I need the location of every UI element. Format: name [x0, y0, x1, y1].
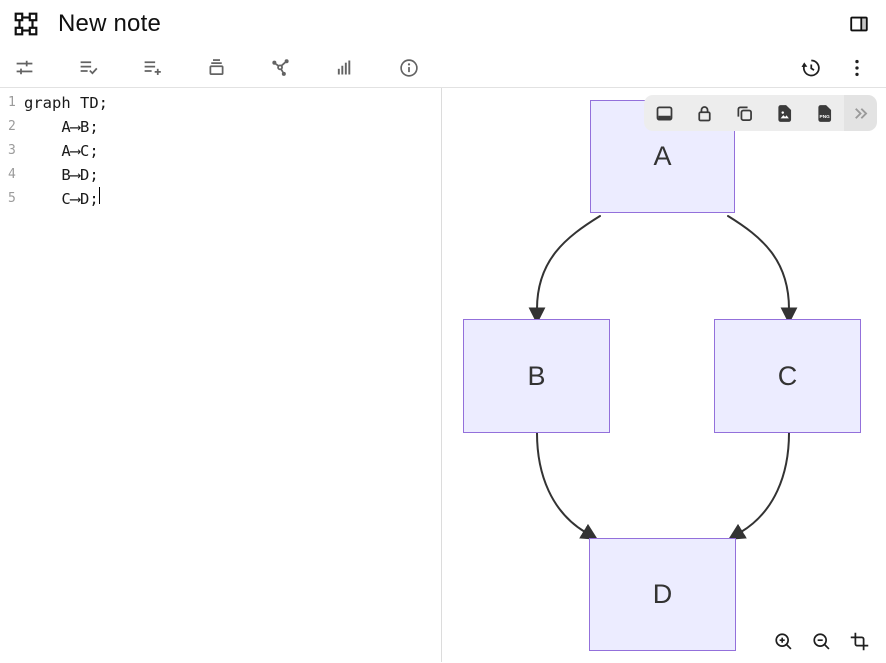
code-line[interactable]: 4 B⟶D;: [0, 163, 441, 187]
code-line[interactable]: 2 A⟶B;: [0, 115, 441, 139]
node-label: D: [652, 579, 673, 609]
code-line[interactable]: 3 A⟶C;: [0, 139, 441, 163]
line-number: 5: [8, 191, 16, 206]
svg-text:PNG: PNG: [819, 113, 830, 119]
zoom-out-icon: [811, 631, 832, 652]
toolbar-left-group: [12, 55, 422, 81]
lock-button[interactable]: [684, 95, 724, 131]
code-text: B⟶D;: [24, 166, 99, 184]
more-options-button[interactable]: [844, 55, 870, 81]
preview-floating-toolbar: PNG: [644, 95, 877, 131]
select-list-button[interactable]: [76, 55, 101, 80]
code-editor[interactable]: 1 graph TD; 2 A⟶B; 3 A⟶C; 4 B⟶D; 5 C⟶D;: [0, 88, 442, 662]
main-split: 1 graph TD; 2 A⟶B; 3 A⟶C; 4 B⟶D; 5 C⟶D;: [0, 88, 886, 662]
right-panel-toggle-button[interactable]: [846, 11, 872, 37]
code-text: A⟶B;: [24, 118, 99, 136]
settings-button[interactable]: [12, 55, 37, 80]
export-png-button[interactable]: PNG: [804, 95, 844, 131]
chart-view-button[interactable]: [332, 55, 357, 80]
list-check-icon: [78, 57, 99, 78]
crop-fit-button[interactable]: [847, 629, 872, 654]
line-number: 4: [8, 167, 16, 182]
zoom-out-button[interactable]: [809, 629, 834, 654]
diagram-node-b[interactable]: B: [463, 319, 610, 433]
graph-icon: [270, 57, 291, 78]
diagram-preview[interactable]: A B C D: [442, 88, 886, 662]
code-line[interactable]: 1 graph TD;: [0, 91, 441, 115]
info-icon: [398, 57, 420, 79]
add-list-button[interactable]: [140, 55, 165, 80]
history-icon: [800, 57, 822, 79]
png-file-icon: PNG: [814, 103, 835, 124]
copy-icon: [734, 103, 755, 124]
note-title: New note: [58, 10, 161, 37]
diagram-edges: [528, 215, 798, 540]
lock-icon: [694, 103, 715, 124]
node-label: B: [527, 360, 546, 391]
bar-chart-icon: [334, 57, 355, 78]
image-file-icon: [774, 103, 795, 124]
zoom-in-icon: [773, 631, 794, 652]
app-logo-button[interactable]: [12, 10, 40, 38]
kebab-menu-icon: [846, 57, 868, 79]
graph-view-button[interactable]: [268, 55, 293, 80]
code-text: A⟶C;: [24, 142, 99, 160]
panel-bottom-icon: [654, 103, 675, 124]
edge-c-d: [727, 432, 790, 540]
chevrons-right-icon: [851, 104, 870, 123]
edge-a-c: [727, 215, 798, 325]
app-header: New note: [0, 0, 886, 48]
toolbar-right-group: [798, 55, 870, 81]
panel-bottom-button[interactable]: [644, 95, 684, 131]
archive-icon: [206, 57, 227, 78]
sliders-icon: [14, 57, 35, 78]
info-button[interactable]: [396, 55, 422, 81]
copy-button[interactable]: [724, 95, 764, 131]
diagram-node-d[interactable]: D: [589, 538, 736, 651]
code-line[interactable]: 5 C⟶D;: [0, 187, 441, 211]
zoom-in-button[interactable]: [771, 629, 796, 654]
crop-icon: [849, 631, 870, 652]
text-cursor: [98, 187, 101, 204]
archive-button[interactable]: [204, 55, 229, 80]
line-number: 1: [8, 95, 16, 110]
diagram-node-c[interactable]: C: [714, 319, 861, 433]
history-button[interactable]: [798, 55, 824, 81]
note-toolbar: [0, 48, 886, 88]
zoom-controls: [771, 629, 872, 654]
export-image-button[interactable]: [764, 95, 804, 131]
node-label: C: [777, 360, 798, 391]
frame-selection-icon: [13, 11, 39, 37]
line-number: 3: [8, 143, 16, 158]
right-panel-toggle-icon: [848, 13, 870, 35]
list-add-icon: [142, 57, 163, 78]
line-number: 2: [8, 119, 16, 134]
expand-toolbar-button[interactable]: [844, 95, 877, 131]
preview-toolbar-group: PNG: [644, 95, 844, 131]
node-label: A: [653, 141, 672, 171]
code-text: C⟶D;: [24, 190, 99, 208]
code-text: graph TD;: [24, 94, 108, 112]
edge-b-d: [536, 432, 599, 540]
edge-a-b: [528, 215, 601, 325]
